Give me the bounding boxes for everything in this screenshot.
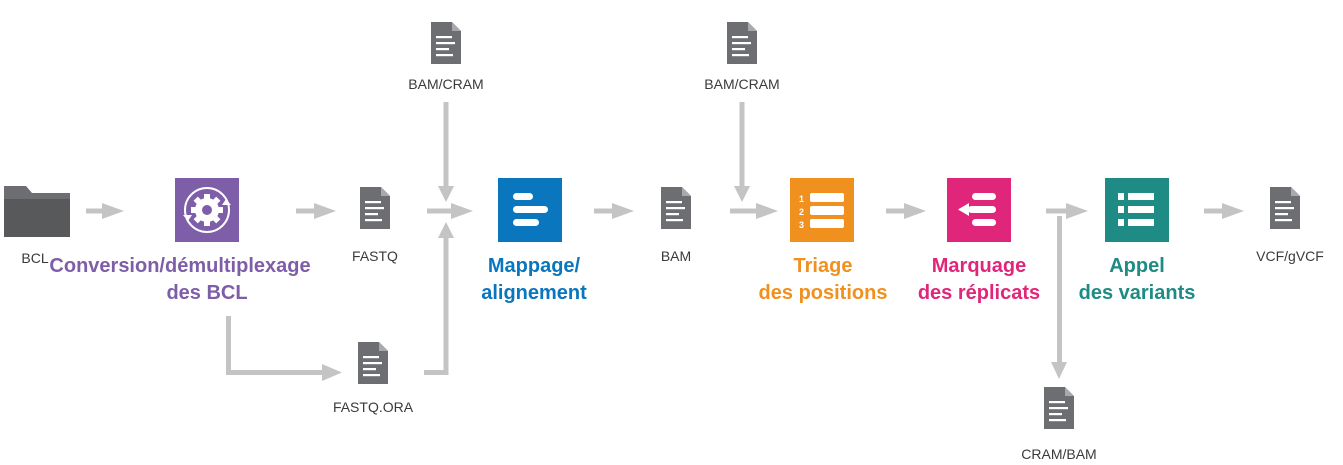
arrow-dedup-to-variants — [1046, 203, 1088, 219]
svg-text:3: 3 — [799, 220, 804, 230]
svg-text:1: 1 — [799, 194, 804, 204]
variants-label-line2: des variants — [1079, 282, 1196, 304]
fastq-label: FASTQ — [352, 248, 398, 264]
conversion-label-line1: Conversion/démultiplexage — [49, 255, 310, 277]
arrow-conversion-to-fastq-ora — [226, 316, 342, 381]
arrow-bam-cram-top-to-mapping — [438, 102, 454, 202]
cram-bam-file-icon — [1044, 387, 1074, 429]
arrow-fastq-to-mapping — [427, 203, 473, 219]
bam-cram-top-1-file-icon — [431, 22, 461, 64]
sorting-label-line1: Triage — [794, 255, 853, 277]
variants-step: Appel des variants — [1079, 178, 1196, 304]
arrow-bam-to-sorting — [730, 203, 778, 219]
connector-arrows — [86, 102, 1244, 381]
bam-cram-top-2-label: BAM/CRAM — [704, 76, 779, 92]
sorting-label-line2: des positions — [759, 282, 888, 304]
dedup-label-line1: Marquage — [932, 255, 1026, 277]
bam-cram-top-1-label: BAM/CRAM — [408, 76, 483, 92]
arrow-fastq-ora-to-mapping — [424, 222, 454, 375]
conversion-label-line2: des BCL — [166, 282, 247, 304]
bcl-folder-icon — [4, 186, 70, 237]
arrow-bam-cram-top-2-to-sorting — [734, 102, 750, 202]
fastq-file-icon — [360, 187, 390, 229]
arrow-sorting-to-dedup — [886, 203, 926, 219]
bcl-label: BCL — [21, 250, 48, 266]
fastq-ora-file-icon — [358, 342, 388, 384]
dedup-step: Marquage des réplicats — [918, 178, 1040, 304]
bam-label: BAM — [661, 248, 691, 264]
bam-cram-top-2-file-icon — [727, 22, 757, 64]
conversion-step: Conversion/démultiplexage des BCL — [49, 178, 311, 304]
arrow-conversion-to-fastq — [296, 203, 336, 219]
vcf-label: VCF/gVCF — [1256, 248, 1324, 264]
cram-bam-label: CRAM/BAM — [1021, 446, 1096, 462]
vcf-file-icon — [1270, 187, 1300, 229]
mapping-label-line1: Mappage/ — [488, 255, 581, 277]
arrow-mapping-to-bam — [594, 203, 634, 219]
mapping-label-line2: alignement — [481, 282, 587, 304]
variants-label-line1: Appel — [1109, 255, 1165, 277]
dedup-label-line2: des réplicats — [918, 282, 1040, 304]
svg-text:2: 2 — [799, 207, 804, 217]
fastq-ora-label: FASTQ.ORA — [333, 399, 414, 415]
mapping-step: Mappage/ alignement — [481, 178, 587, 304]
arrow-dedup-to-cram-bam — [1051, 216, 1067, 379]
bam-file-icon — [661, 187, 691, 229]
sorting-step: 1 2 3 Triage des positions — [759, 178, 888, 304]
arrow-bcl-to-conversion — [86, 203, 124, 219]
arrow-variants-to-vcf — [1204, 203, 1244, 219]
